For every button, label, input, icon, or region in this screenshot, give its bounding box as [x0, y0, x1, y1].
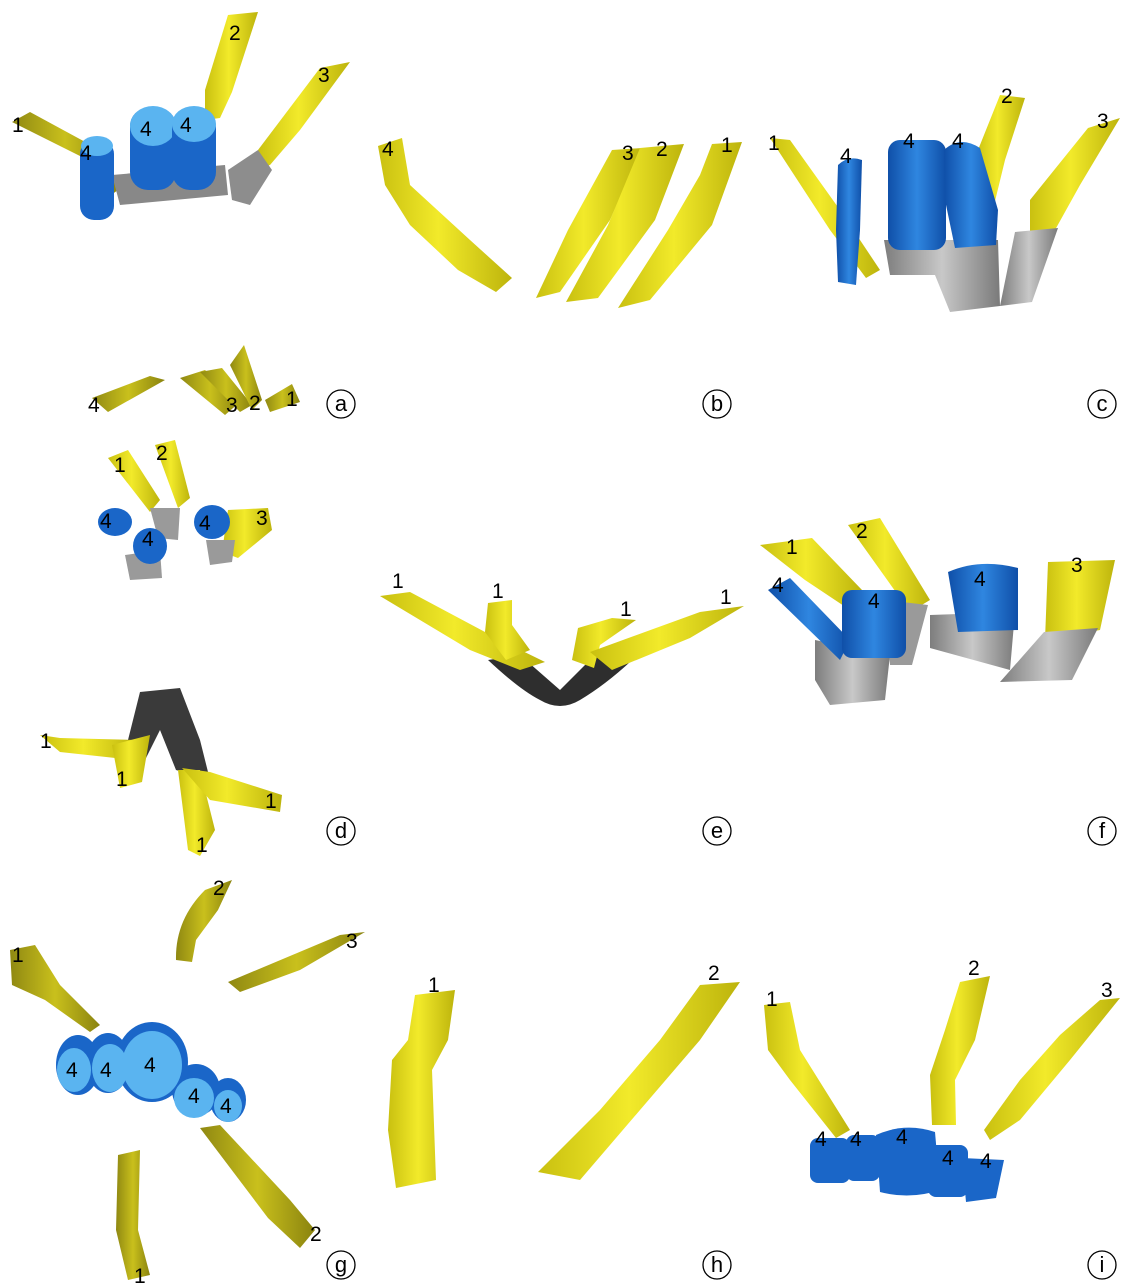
- tooth-number: 2: [968, 957, 980, 980]
- tooth-number: 4: [980, 1150, 992, 1173]
- tooth-number: 3: [1097, 110, 1109, 133]
- tooth-number: 3: [256, 507, 268, 530]
- tooth-shapes: [770, 95, 1120, 312]
- panel-label: g: [327, 1251, 355, 1279]
- tooth-number: 4: [188, 1085, 200, 1108]
- svg-text:f: f: [1099, 818, 1106, 843]
- tooth-number: 1: [114, 454, 126, 477]
- tooth-shapes: [378, 138, 742, 308]
- tooth-number: 1: [265, 790, 277, 813]
- tooth-number: 2: [156, 442, 168, 465]
- panel-label: d: [327, 817, 355, 845]
- tooth-number: 1: [116, 768, 128, 791]
- tooth-number: 1: [721, 134, 733, 157]
- panel-h: 1 2 h: [388, 962, 740, 1279]
- panel-b: 4 3 2 1 b: [378, 134, 742, 418]
- tooth-number: 1: [12, 944, 24, 967]
- tooth-number: 4: [140, 118, 152, 141]
- tooth-shapes: [388, 982, 740, 1188]
- tooth-number: 1: [40, 730, 52, 753]
- tooth-number: 1: [134, 1265, 146, 1288]
- tooth-number: 2: [708, 962, 720, 985]
- tooth-number: 1: [196, 834, 208, 857]
- tooth-number: 4: [382, 138, 394, 161]
- tooth-number: 4: [100, 510, 112, 533]
- tooth-number: 4: [772, 574, 784, 597]
- tooth-number: 2: [656, 138, 668, 161]
- tooth-number: 4: [180, 114, 192, 137]
- tooth-number: 4: [88, 394, 100, 417]
- tooth-number: 4: [850, 1128, 862, 1151]
- tooth-number: 4: [144, 1054, 156, 1077]
- tooth-number: 4: [840, 145, 852, 168]
- panel-i: 1 2 3 4 4 4 4 4 i: [764, 957, 1120, 1279]
- tooth-number: 4: [896, 1126, 908, 1149]
- tooth-number: 3: [1071, 554, 1083, 577]
- tooth-number: 4: [66, 1059, 78, 1082]
- tooth-number: 4: [142, 528, 154, 551]
- tooth-number: 1: [392, 570, 404, 593]
- tooth-number: 4: [100, 1059, 112, 1082]
- tooth-number: 1: [720, 586, 732, 609]
- panel-label: c: [1088, 390, 1116, 418]
- tooth-shapes: [380, 592, 744, 706]
- tooth-number: 1: [768, 132, 780, 155]
- tooth-number: 4: [974, 568, 986, 591]
- tooth-number: 2: [856, 520, 868, 543]
- tooth-number: 2: [213, 877, 225, 900]
- tooth-number: 2: [1001, 85, 1013, 108]
- tooth-number: 4: [199, 512, 211, 535]
- tooth-number: 4: [903, 130, 915, 153]
- svg-text:c: c: [1097, 391, 1108, 416]
- tooth-number: 2: [249, 392, 261, 415]
- panel-label: h: [703, 1251, 731, 1279]
- svg-text:b: b: [711, 391, 723, 416]
- tooth-number: 1: [12, 114, 24, 137]
- tooth-number: 1: [786, 536, 798, 559]
- tooth-number: 2: [229, 22, 241, 45]
- tooth-number: 4: [220, 1095, 232, 1118]
- svg-text:h: h: [711, 1252, 723, 1277]
- panel-label: e: [703, 817, 731, 845]
- panel-f: 1 2 4 4 4 3 f: [760, 518, 1116, 845]
- tooth-number: 1: [620, 598, 632, 621]
- tooth-shapes: [10, 880, 365, 1280]
- tooth-number: 4: [80, 142, 92, 165]
- tooth-shapes: [760, 518, 1115, 705]
- tooth-number: 1: [286, 388, 298, 411]
- tooth-number: 4: [952, 130, 964, 153]
- panel-label: b: [703, 390, 731, 418]
- tooth-number: 1: [428, 974, 440, 997]
- tooth-number: 3: [622, 142, 634, 165]
- svg-text:d: d: [335, 818, 347, 843]
- svg-text:a: a: [335, 391, 348, 416]
- tooth-number: 1: [492, 580, 504, 603]
- tooth-number: 1: [766, 988, 778, 1011]
- tooth-number: 3: [346, 930, 358, 953]
- panel-label: a: [327, 390, 355, 418]
- svg-text:e: e: [711, 818, 723, 843]
- panel-label: i: [1088, 1251, 1116, 1279]
- svg-text:g: g: [335, 1252, 347, 1277]
- tooth-number: 4: [868, 590, 880, 613]
- tooth-number: 4: [815, 1128, 827, 1151]
- panel-g: 2 3 1 4 4 4 4 4 2 1 g: [10, 877, 365, 1288]
- tooth-number: 2: [310, 1223, 322, 1246]
- panel-label: f: [1088, 817, 1116, 845]
- tooth-number: 3: [226, 394, 238, 417]
- panel-a: 1 2 3 4 4 4 4 3 2 1 a: [12, 12, 355, 418]
- tooth-number: 4: [942, 1147, 954, 1170]
- panel-e: 1 1 1 1 e: [380, 570, 744, 845]
- tooth-number: 3: [1101, 979, 1113, 1002]
- tooth-number: 3: [318, 64, 330, 87]
- panel-d: 1 2 4 4 4 3 1 1 1 1 d: [40, 440, 355, 857]
- tooth-shapes: [40, 440, 282, 856]
- svg-text:i: i: [1100, 1252, 1105, 1277]
- panel-c: 1 4 4 4 2 3 c: [768, 85, 1120, 418]
- tooth-shapes: [12, 12, 350, 415]
